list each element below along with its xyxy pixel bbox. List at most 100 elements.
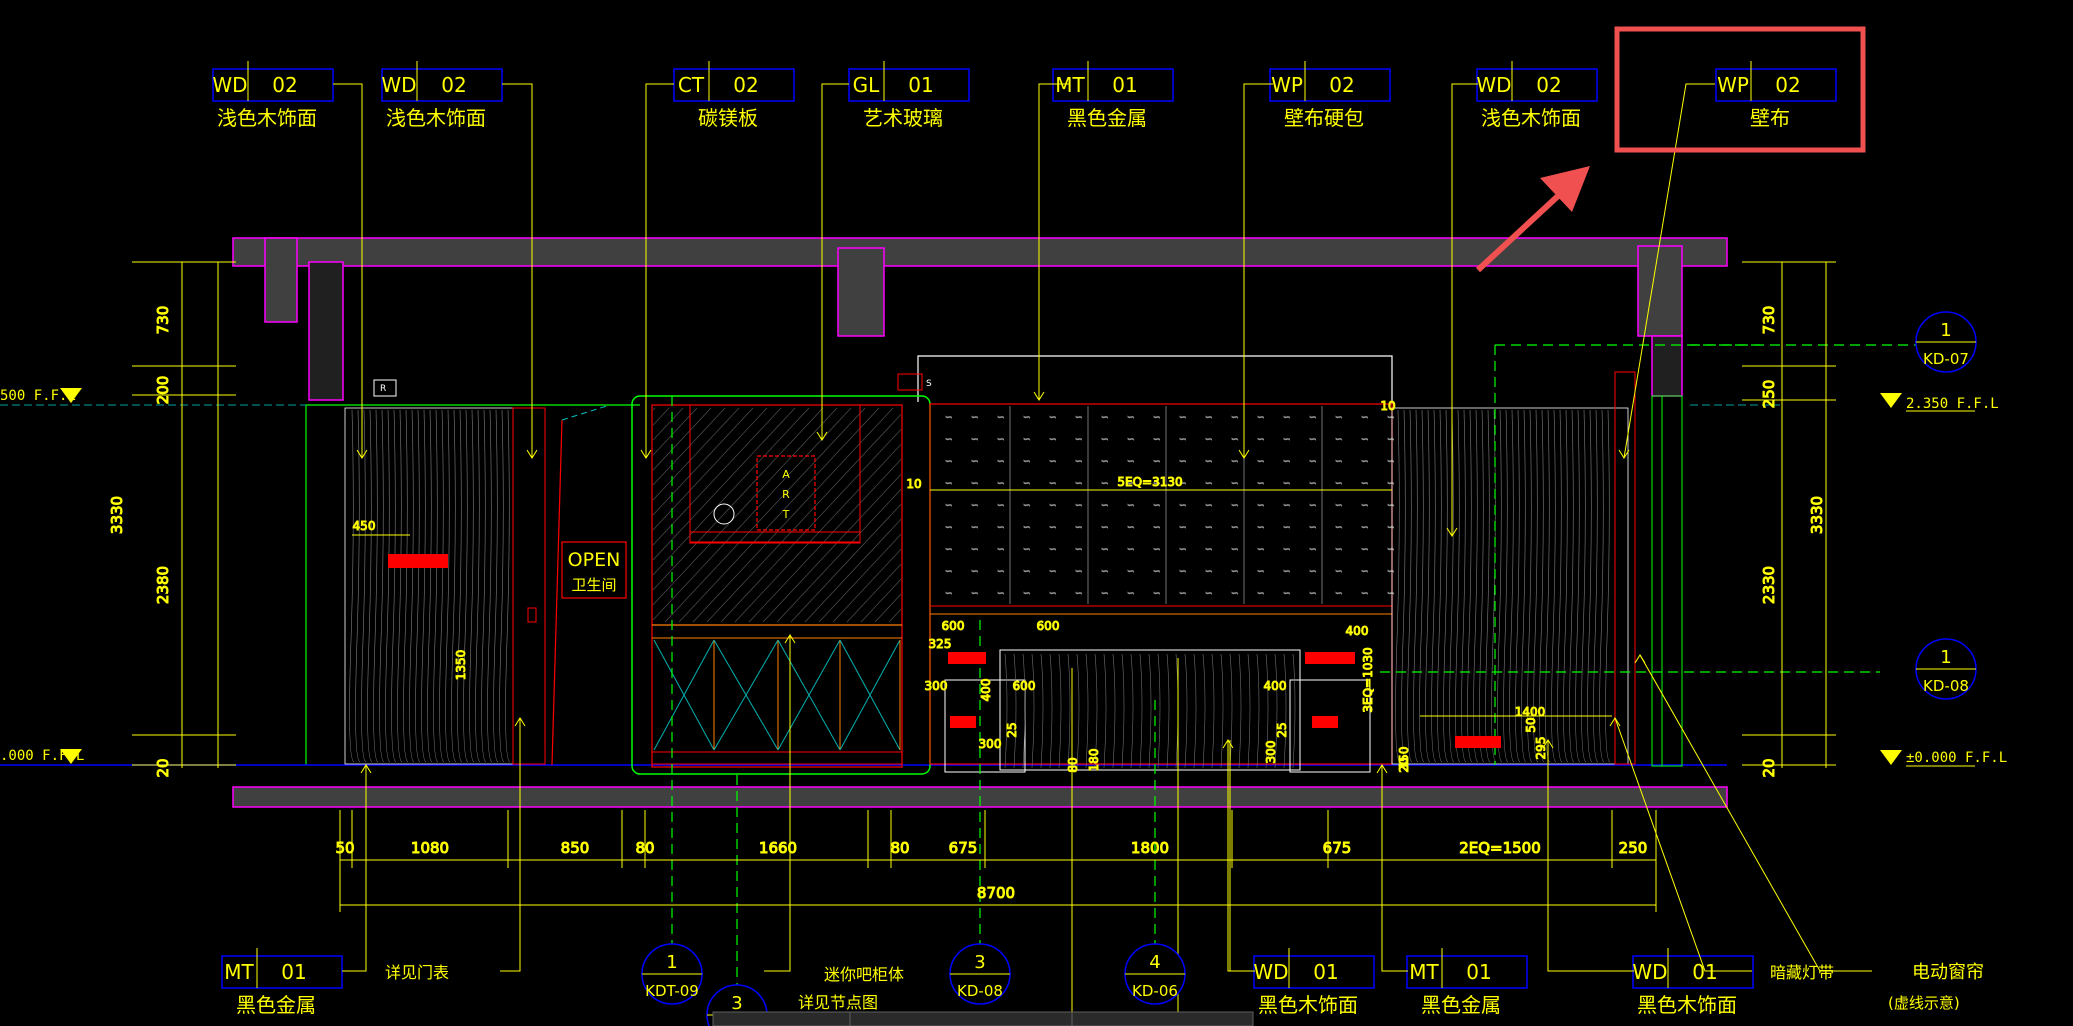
svg-text:∽: ∽	[971, 523, 979, 533]
svg-text:∽: ∽	[997, 501, 1005, 511]
tag-description: 黑色金属	[1421, 993, 1501, 1017]
svg-text:∽: ∽	[1231, 413, 1239, 423]
svg-text:∽: ∽	[945, 545, 953, 555]
level-right-upper: 2.350 F.F.L	[1906, 396, 1999, 412]
svg-text:∽: ∽	[1023, 545, 1031, 555]
level-markers: 500 F.F.L .000 F.F.L 2.350 F.F.L ±0.000 …	[0, 388, 2007, 767]
dimension-inner: 10	[1380, 399, 1395, 413]
material-tag: WD 01 黑色木饰面	[1253, 948, 1375, 1017]
annotation-highlight	[1475, 26, 1866, 273]
svg-text:∽: ∽	[1101, 479, 1109, 489]
dimension-inner: 10	[906, 477, 921, 491]
svg-text:∽: ∽	[971, 413, 979, 423]
tag-number: 02	[1329, 73, 1354, 97]
sensor-r-label: R	[380, 384, 386, 394]
tag-description: 黑色金属	[1067, 106, 1147, 130]
dimension-inner: 300	[1264, 741, 1278, 764]
svg-text:∽: ∽	[971, 545, 979, 555]
wall-panels: A R T ∽∽∽∽∽∽∽∽∽∽∽∽∽∽∽∽∽∽∽∽∽∽∽∽∽∽∽∽∽∽∽∽∽∽…	[0, 344, 1920, 990]
svg-text:∽: ∽	[1127, 589, 1135, 599]
svg-text:∽: ∽	[1075, 589, 1083, 599]
level-triangle-icon	[60, 749, 82, 764]
svg-text:∽: ∽	[1335, 413, 1343, 423]
tag-description: 艺术玻璃	[863, 106, 943, 130]
highlight-arrow-icon	[1475, 193, 1561, 273]
svg-text:∽: ∽	[997, 523, 1005, 533]
tag-code: WD	[1476, 73, 1511, 97]
tag-code: MT	[1055, 73, 1085, 97]
note-hidden-light: 暗藏灯带	[1770, 963, 1834, 982]
svg-text:∽: ∽	[1335, 479, 1343, 489]
door-handle	[527, 607, 537, 623]
desk	[999, 649, 1301, 771]
section-marker-ref: KD-07	[1923, 350, 1969, 368]
svg-text:∽: ∽	[1101, 589, 1109, 599]
svg-text:∽: ∽	[1361, 589, 1369, 599]
svg-text:∽: ∽	[1205, 413, 1213, 423]
svg-text:∽: ∽	[997, 545, 1005, 555]
svg-text:∽: ∽	[1075, 567, 1083, 577]
arrow-head-icon	[1540, 166, 1590, 212]
svg-text:∽: ∽	[1257, 435, 1265, 445]
svg-text:∽: ∽	[1153, 457, 1161, 467]
dimension-value-bottom: 675	[949, 839, 978, 857]
section-marker-ref: KDT-09	[645, 982, 699, 1000]
section-marker-ref: KD-08	[1923, 677, 1969, 695]
tag-code: WP	[1271, 73, 1303, 97]
tag-description: 碳镁板	[698, 106, 758, 130]
svg-text:∽: ∽	[1049, 413, 1057, 423]
svg-text:∽: ∽	[1127, 435, 1135, 445]
socket-c	[1305, 652, 1355, 664]
dimension-inner: 600	[1013, 679, 1036, 693]
svg-text:∽: ∽	[1335, 545, 1343, 555]
dimension-inner: 295	[1534, 737, 1548, 760]
dimension-value-bottom: 250	[1619, 839, 1648, 857]
dimension-inner: 3EQ=1030	[1361, 647, 1375, 712]
beam-right	[1637, 245, 1683, 337]
svg-text:∽: ∽	[1283, 501, 1291, 511]
svg-text:∽: ∽	[1361, 567, 1369, 577]
section-marker-number: 4	[1149, 952, 1160, 973]
dimension-inner: 80	[1066, 757, 1080, 772]
svg-text:∽: ∽	[945, 435, 953, 445]
dimension-total: 8700	[977, 884, 1015, 902]
svg-text:∽: ∽	[1257, 413, 1265, 423]
svg-text:∽: ∽	[945, 501, 953, 511]
tag-code: WD	[1253, 960, 1288, 984]
svg-text:∽: ∽	[1153, 567, 1161, 577]
svg-text:∽: ∽	[1153, 589, 1161, 599]
svg-text:∽: ∽	[1231, 501, 1239, 511]
dimension-value-bottom: 675	[1323, 839, 1352, 857]
svg-text:∽: ∽	[1361, 523, 1369, 533]
svg-text:∽: ∽	[1179, 545, 1187, 555]
svg-text:∽: ∽	[1127, 413, 1135, 423]
dimension-inner: 50	[1524, 717, 1538, 732]
svg-text:∽: ∽	[971, 435, 979, 445]
tag-number: 01	[1313, 960, 1338, 984]
svg-text:∽: ∽	[997, 413, 1005, 423]
dimension-value-left: 3330	[108, 496, 126, 534]
sensor-r	[373, 379, 397, 397]
svg-text:∽: ∽	[997, 435, 1005, 445]
level-triangle-icon	[1880, 393, 1902, 408]
tag-description: 黑色木饰面	[1258, 993, 1358, 1017]
art-letter-r: R	[782, 488, 790, 501]
svg-text:∽: ∽	[1179, 479, 1187, 489]
dimension-value-left: 200	[154, 376, 172, 405]
dimension-inner: 300	[979, 737, 1002, 751]
svg-text:∽: ∽	[1179, 589, 1187, 599]
svg-text:∽: ∽	[1023, 523, 1031, 533]
svg-text:∽: ∽	[1309, 479, 1317, 489]
svg-text:∽: ∽	[1101, 523, 1109, 533]
section-marker: 1KD-08	[1915, 638, 1977, 700]
svg-text:∽: ∽	[1101, 435, 1109, 445]
svg-text:∽: ∽	[1283, 413, 1291, 423]
section-marker-number: 3	[731, 993, 742, 1014]
svg-text:∽: ∽	[1361, 479, 1369, 489]
svg-text:∽: ∽	[1179, 413, 1187, 423]
